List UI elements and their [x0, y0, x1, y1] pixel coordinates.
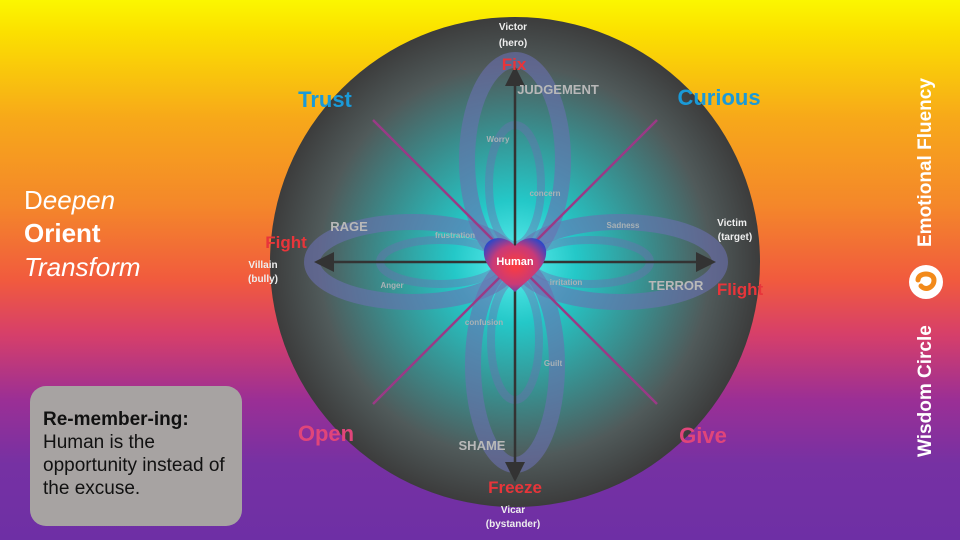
corner-curious: Curious — [677, 85, 760, 110]
feeling-worry: Worry — [487, 135, 511, 144]
emotion-rage: RAGE — [330, 219, 368, 234]
feeling-guilt: Guilt — [544, 359, 563, 368]
transform-word: Transform — [24, 252, 141, 282]
feeling-anger: Anger — [380, 281, 403, 290]
emotion-shame: SHAME — [459, 438, 506, 453]
center-label: Human — [496, 256, 534, 268]
role-labels: Victor (hero) Villain (bully) Victim (ta… — [248, 22, 752, 530]
role-bystander: (bystander) — [486, 519, 540, 530]
role-villain: Villain — [248, 260, 277, 271]
emotion-judgement: JUDGEMENT — [517, 82, 599, 97]
role-bully: (bully) — [248, 274, 278, 285]
role-hero: (hero) — [499, 38, 527, 49]
sidebar-title: Emotional Fluency — [915, 78, 936, 247]
axes — [314, 66, 716, 482]
corner-open: Open — [298, 421, 354, 446]
response-fix: Fix — [502, 55, 527, 74]
role-victim: Victim — [717, 218, 747, 229]
emotion-terror: TERROR — [649, 278, 705, 293]
wisdom-circle-logo-icon — [909, 265, 943, 299]
feeling-irritation: irritation — [550, 278, 583, 287]
role-victor: Victor — [499, 22, 527, 33]
feeling-concern: concern — [529, 189, 560, 198]
corner-give: Give — [679, 423, 727, 448]
orient-word: Orient — [24, 218, 101, 248]
feeling-frustration: frustration — [435, 231, 475, 240]
response-flight: Flight — [717, 280, 764, 299]
response-freeze: Freeze — [488, 478, 542, 497]
heart-icon — [483, 238, 547, 292]
feeling-sadness: Sadness — [607, 221, 640, 230]
remembering-callout: Re-member-ing: Human is the opportunity … — [30, 386, 242, 526]
role-target: (target) — [718, 232, 752, 243]
corner-trust: Trust — [298, 87, 352, 112]
feeling-labels: Worry concern frustration Anger Sadness … — [380, 135, 640, 368]
brand-name: Wisdom Circle — [915, 325, 936, 457]
response-labels: Fix Fight Flight Freeze — [265, 55, 763, 497]
deepen-word: Deepen — [24, 185, 116, 215]
callout-title: Re-member-ing: — [43, 409, 189, 430]
feeling-confusion: confusion — [465, 318, 503, 327]
emotion-labels: JUDGEMENT RAGE TERROR SHAME — [330, 82, 704, 453]
response-fight: Fight — [265, 233, 307, 252]
corner-labels: Trust Curious Open Give — [298, 85, 761, 448]
callout-body: Human is the opportunity instead of the … — [43, 432, 225, 499]
role-vicar: Vicar — [501, 505, 525, 516]
